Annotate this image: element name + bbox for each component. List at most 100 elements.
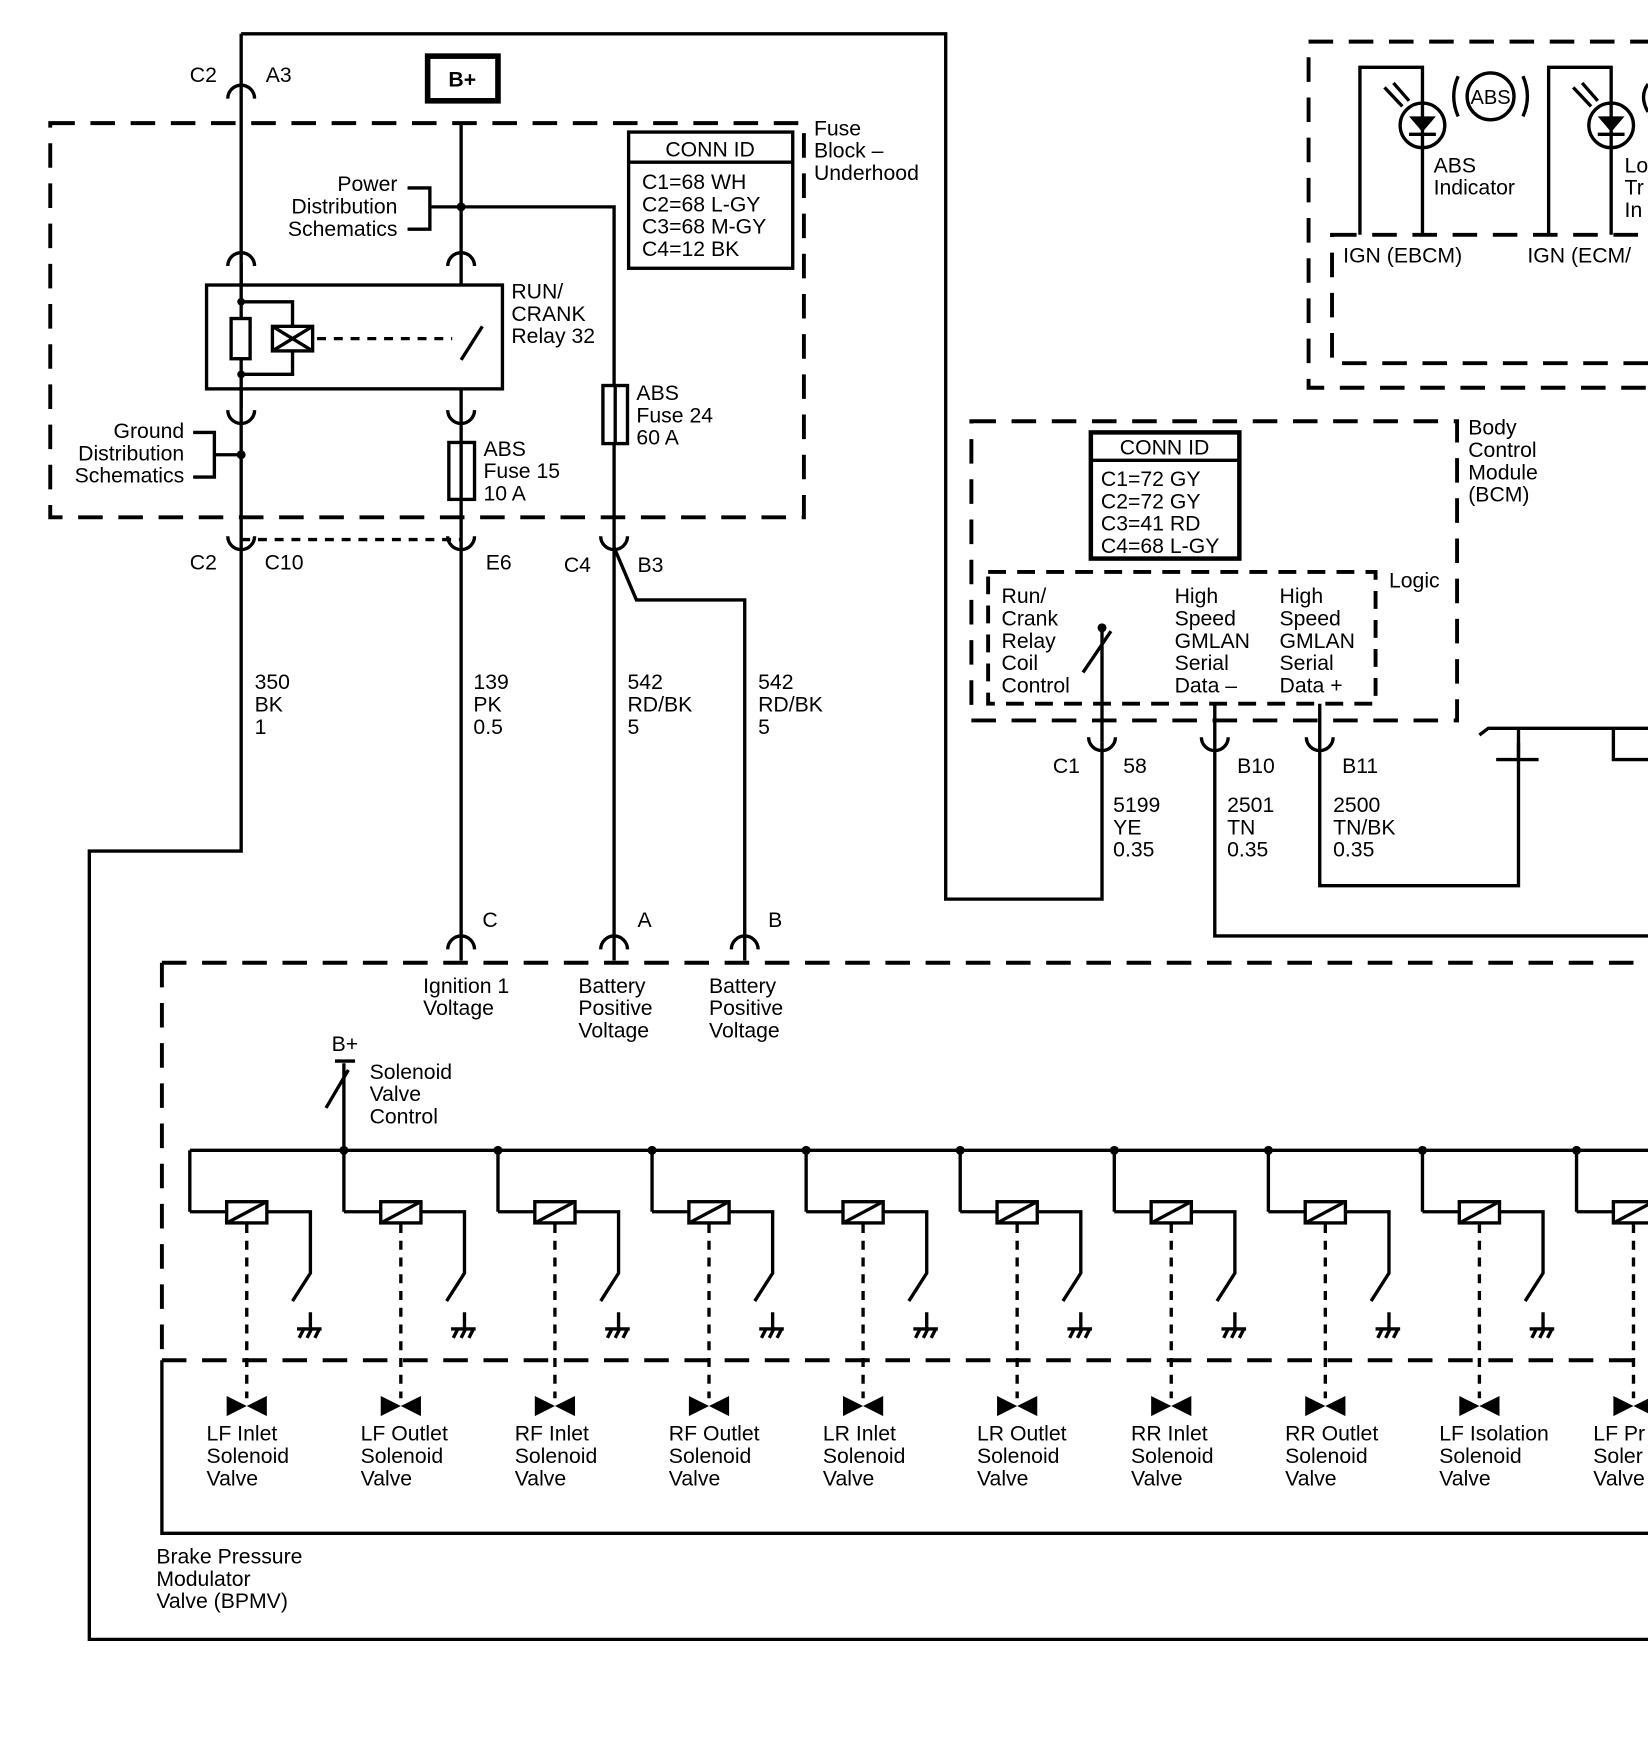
- ground-icon: [605, 1312, 630, 1339]
- wire-2501-tn: [1213, 703, 1648, 938]
- valve-icon: [1459, 1395, 1500, 1417]
- ground-icon: [759, 1312, 784, 1339]
- connector-label-b10: B10: [1237, 755, 1275, 778]
- connector-terminal: [446, 409, 477, 426]
- valve-icon: [226, 1395, 267, 1417]
- valve-driver-wire: [343, 1210, 467, 1302]
- valve-icon: [1151, 1395, 1192, 1417]
- connector-terminal: [1086, 737, 1118, 753]
- switch-pivot: [1097, 623, 1107, 633]
- splice-dot: [237, 297, 246, 306]
- ground-icon: [451, 1312, 476, 1339]
- connector-label-c4: C4: [564, 554, 591, 577]
- connector-label-c2: C2: [190, 552, 217, 575]
- connector-label-top_a3: A3: [266, 64, 292, 87]
- valve-driver-wire: [1268, 1210, 1391, 1302]
- ground-icon: [913, 1312, 938, 1339]
- connector-label-c1: C1: [1053, 755, 1080, 778]
- relay-resistor: [229, 316, 252, 361]
- connector-terminal: [446, 536, 477, 552]
- b-plus-label: B+: [448, 68, 476, 91]
- valve-driver-wire: [189, 1210, 313, 1302]
- solenoid-coil-slash: [844, 1201, 882, 1224]
- solenoid-coil-slash: [1152, 1201, 1190, 1224]
- ground-icon: [1375, 1312, 1401, 1339]
- valve-icon: [997, 1395, 1038, 1417]
- solenoid-valve: [1417, 1145, 1555, 1417]
- ground-icon: [1529, 1312, 1555, 1339]
- connectors: [226, 83, 1335, 950]
- solenoid-coil-slash: [382, 1201, 420, 1224]
- valve-icon: [380, 1395, 421, 1417]
- valve-icon: [1613, 1395, 1648, 1417]
- connector-terminal: [226, 536, 257, 552]
- connector-terminal: [226, 83, 257, 99]
- ground-icon: [1067, 1312, 1092, 1339]
- relay-coil-cross: [271, 324, 314, 353]
- cluster-outline: [1306, 39, 1648, 390]
- connector-terminal: [1304, 737, 1335, 753]
- splice-dot: [456, 202, 466, 212]
- connector-label-bpmv_a: A: [638, 909, 653, 932]
- splice-dot: [236, 450, 246, 460]
- wire-power-distribution: [429, 205, 616, 961]
- fuse-block-conn-id-box: [626, 130, 795, 270]
- solenoid-bus: [188, 1148, 1648, 1212]
- bcm-connector-strip: [1478, 726, 1648, 762]
- connector-label-bpmv_b: B: [768, 909, 782, 932]
- solenoid-coil-slash: [1614, 1202, 1648, 1224]
- wire-350-bk: [87, 33, 1648, 1642]
- solenoid-valve: [1263, 1145, 1401, 1417]
- bcm-conn-id-title: CONN ID: [1120, 437, 1210, 460]
- valve-icon: [534, 1395, 576, 1417]
- valve-icon: [1305, 1395, 1346, 1417]
- valve-driver-wire: [1576, 1210, 1614, 1214]
- solenoid-valve: [647, 1145, 784, 1417]
- connector-label-b11: B11: [1342, 755, 1378, 778]
- ground-bracket: [193, 430, 242, 479]
- abs-indicator-lamp: [1383, 81, 1447, 150]
- connector-terminal: [1199, 737, 1230, 753]
- b-plus-box: [424, 53, 501, 104]
- solenoid-valve: [955, 1145, 1092, 1417]
- valve-driver-wire: [1114, 1210, 1237, 1302]
- power-bracket: [407, 186, 432, 231]
- connector-terminal: [446, 250, 477, 267]
- solenoid-valve: [1572, 1145, 1648, 1417]
- connector-terminal: [226, 409, 257, 426]
- connector-label-b3: B3: [638, 554, 664, 577]
- valve-icon: [842, 1395, 884, 1417]
- relay-switch-contact: [459, 325, 484, 361]
- connector-label-top_c2: C2: [190, 64, 217, 87]
- solenoid-valve: [1109, 1145, 1247, 1417]
- ground-icon: [1221, 1312, 1247, 1339]
